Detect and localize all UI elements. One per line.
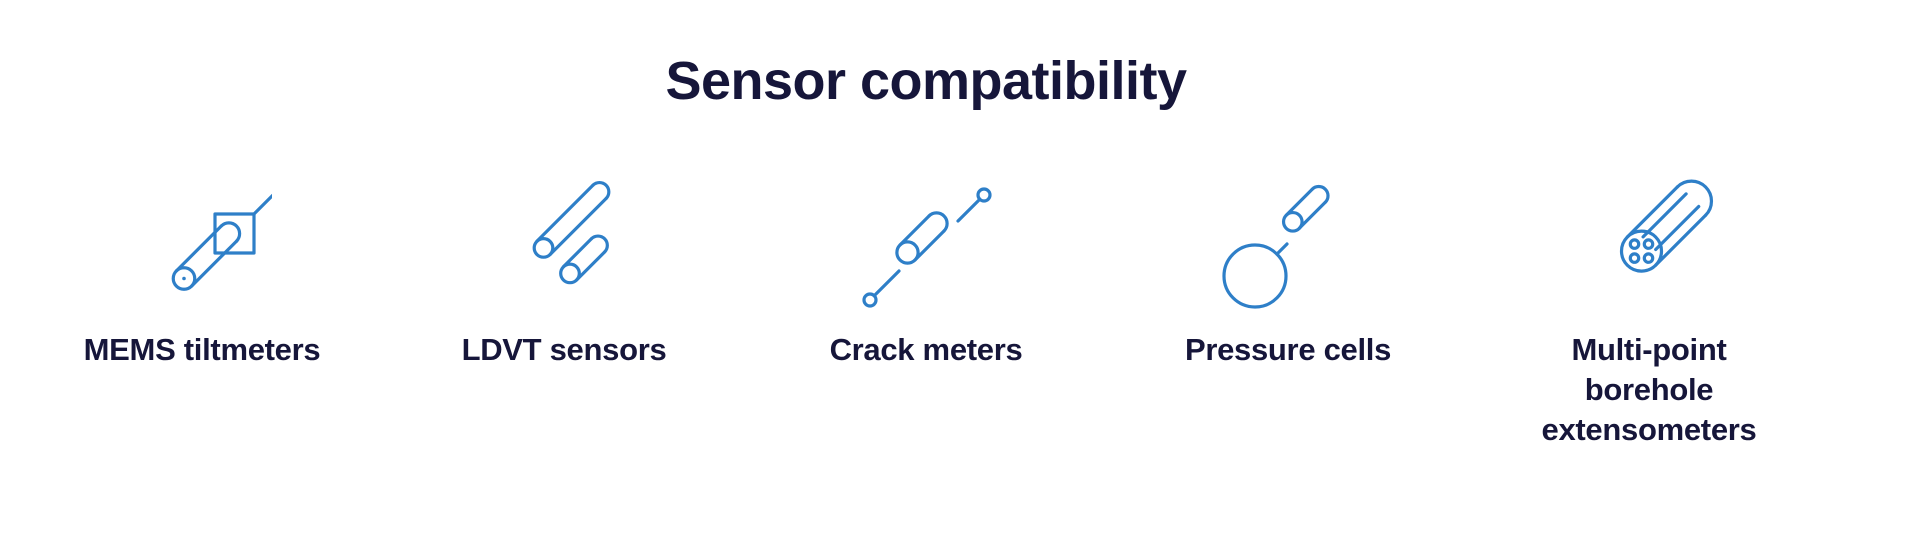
sensor-item-ldvt-sensors: LDVT sensors xyxy=(414,178,714,370)
sensor-label: Multi-point borehole extensometers xyxy=(1541,332,1757,447)
sensor-item-mems-tiltmeters: MEMS tiltmeters xyxy=(52,178,352,370)
sensor-item-borehole-extensometers: Multi-point borehole extensometers xyxy=(1499,178,1799,450)
sensor-label: LDVT sensors xyxy=(461,332,667,367)
pressure-cell-icon xyxy=(1222,184,1330,309)
sensor-label: Pressure cells xyxy=(1184,332,1392,367)
crack-meter-icon xyxy=(862,187,992,308)
sensor-item-crack-meters: Crack meters xyxy=(776,178,1076,370)
sensor-label: Crack meters xyxy=(829,332,1023,367)
mems-tiltmeter-icon xyxy=(171,193,272,291)
borehole-extensometer-icon xyxy=(1619,179,1714,273)
section-title: Sensor compatibility xyxy=(665,51,1187,111)
ldvt-sensor-icon xyxy=(532,180,611,285)
sensor-item-pressure-cells: Pressure cells xyxy=(1138,178,1438,370)
sensor-label: MEMS tiltmeters xyxy=(83,332,321,367)
